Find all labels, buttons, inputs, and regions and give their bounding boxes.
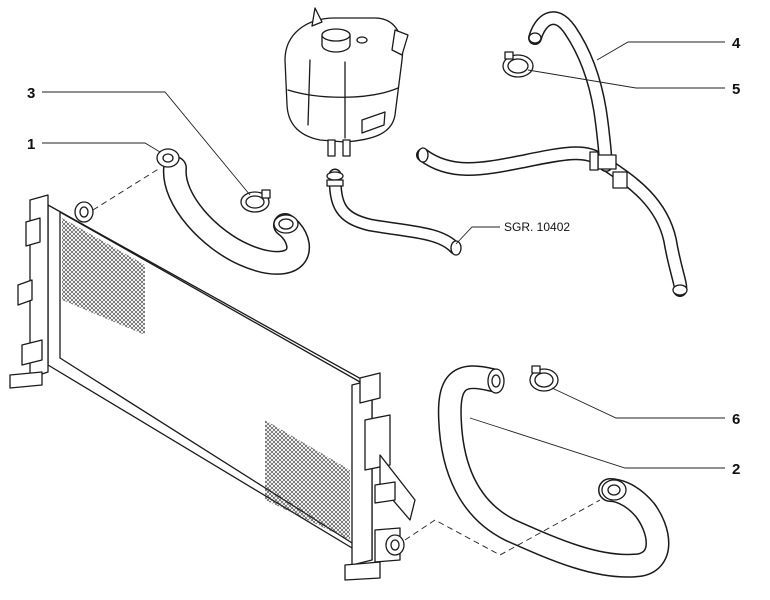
radiator <box>9 194 416 581</box>
reference-label: SGR. 10402 <box>504 220 570 234</box>
callout-5: 5 <box>732 81 740 98</box>
hose-4 <box>416 11 688 297</box>
expansion-tank-hose <box>326 168 462 256</box>
callout-6: 6 <box>732 411 740 428</box>
expansion-tank <box>284 7 409 157</box>
leader-lines <box>42 41 725 469</box>
hose-2 <box>437 365 670 578</box>
callout-2: 2 <box>732 461 740 478</box>
callout-1: 1 <box>27 136 35 153</box>
connection-lines <box>92 167 601 556</box>
hose-clamp-3 <box>240 189 271 213</box>
hose-1 <box>156 148 310 275</box>
callout-4: 4 <box>732 35 741 52</box>
radiator-core-mesh-top <box>62 218 145 335</box>
hose-clamp-6 <box>529 365 559 392</box>
hose-clamp-5 <box>502 51 534 78</box>
callout-3: 3 <box>27 85 35 102</box>
radiator-core-mesh-bottom <box>265 420 350 540</box>
